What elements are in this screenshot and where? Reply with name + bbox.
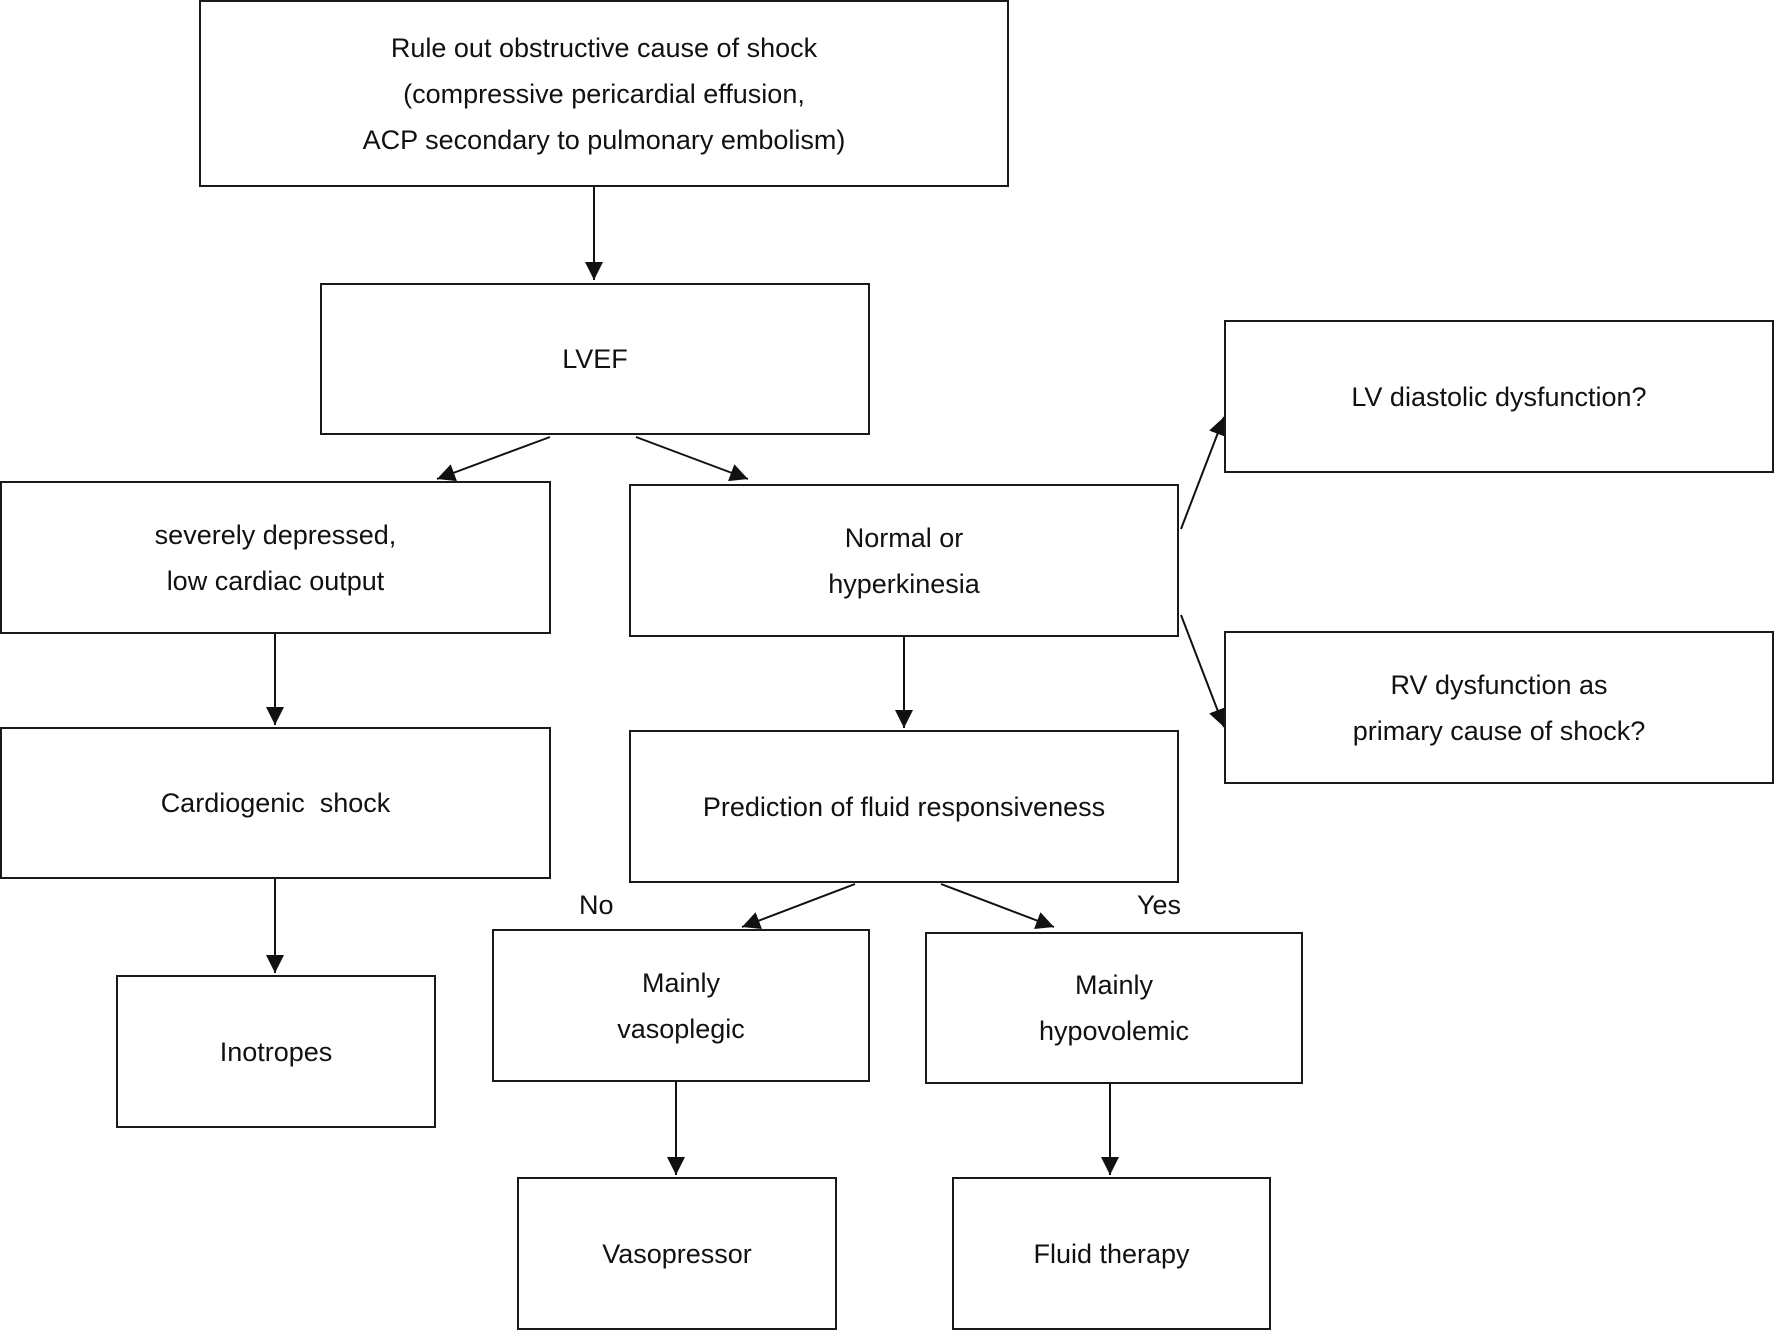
inotropes-label: Inotropes (219, 1036, 333, 1067)
severely-depressed-line-2: low cardiac output (166, 565, 385, 596)
vasopressor-box: Vasopressor (517, 1177, 837, 1330)
fluid-therapy-box: Fluid therapy (952, 1177, 1271, 1330)
cardiogenic-shock-label: Cardiogenic shock (160, 788, 391, 818)
edge-prediction-to-hypovolemic (940, 883, 1055, 930)
lv-diastolic-dysfunction-box: LV diastolic dysfunction? (1224, 320, 1774, 473)
mainly-vasoplegic-line-1: Mainly (641, 967, 721, 998)
severely-depressed-line-1: severely depressed, (154, 519, 397, 550)
mainly-hypovolemic-line-1: Mainly (1074, 970, 1154, 1000)
normal-hyperkinesia-box: Normal or hyperkinesia (629, 484, 1179, 637)
lvef-label: LVEF (562, 344, 628, 374)
mainly-vasoplegic-line-2: vasoplegic (617, 1013, 745, 1044)
normal-hyperkinesia-line-1: Normal or (844, 522, 964, 553)
lv-diastolic-dysfunction-label: LV diastolic dysfunction? (1351, 381, 1647, 412)
obstructive-cause-line-1: Rule out obstructive cause of shock (390, 32, 818, 63)
lvef-box: LVEF (320, 283, 870, 435)
mainly-vasoplegic-box: Mainly vasoplegic (492, 929, 870, 1082)
rv-dysfunction-box: RV dysfunction as primary cause of shock… (1224, 631, 1774, 784)
edge-lvef-to-severely-depressed (436, 436, 551, 482)
normal-hyperkinesia-line-2: hyperkinesia (828, 568, 980, 599)
mainly-hypovolemic-line-2: hypovolemic (1038, 1016, 1190, 1046)
severely-depressed-box: severely depressed, low cardiac output (0, 481, 551, 634)
fluid-therapy-label: Fluid therapy (1033, 1238, 1190, 1269)
no-label: No (579, 890, 614, 920)
rv-dysfunction-line-1: RV dysfunction as (1390, 669, 1608, 700)
fluid-responsiveness-box: Prediction of fluid responsiveness (629, 730, 1179, 883)
edge-normal-to-rv-dysfunction (1180, 614, 1226, 728)
yes-label: Yes (1137, 890, 1182, 920)
inotropes-box: Inotropes (116, 975, 436, 1128)
obstructive-cause-line-3: ACP secondary to pulmonary embolism) (362, 124, 846, 155)
cardiogenic-shock-box: Cardiogenic shock (0, 727, 551, 879)
edge-normal-to-lv-diastolic (1180, 416, 1226, 530)
mainly-hypovolemic-box: Mainly hypovolemic (925, 932, 1303, 1084)
obstructive-cause-line-2: (compressive pericardial effusion, (403, 78, 805, 109)
rv-dysfunction-line-2: primary cause of shock? (1352, 715, 1646, 746)
fluid-responsiveness-label: Prediction of fluid responsiveness (702, 791, 1106, 822)
edge-prediction-to-vasoplegic (741, 883, 856, 930)
vasopressor-label: Vasopressor (602, 1238, 752, 1269)
edge-lvef-to-normal-hyperkinesia (635, 436, 749, 482)
obstructive-cause-box: Rule out obstructive cause of shock (com… (199, 0, 1009, 187)
